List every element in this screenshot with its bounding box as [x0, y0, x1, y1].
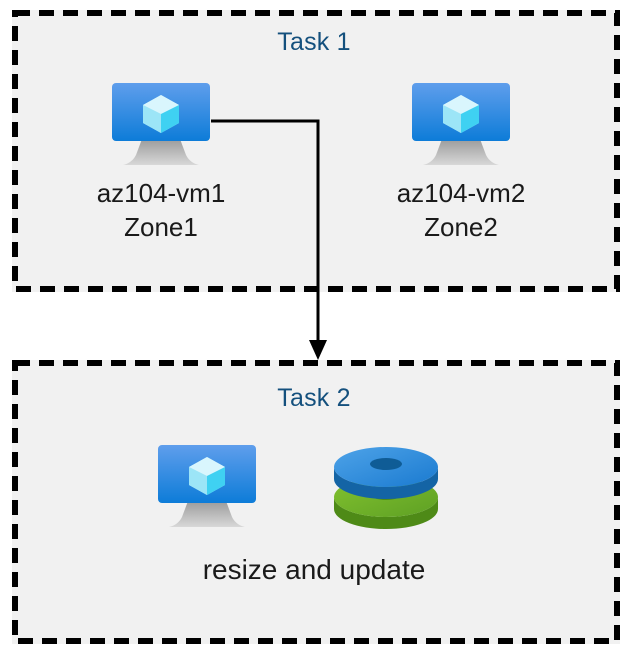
virtual-machine-icon	[157, 443, 257, 529]
virtual-machine-icon	[411, 81, 511, 167]
task-2-title: Task 2	[277, 384, 351, 412]
vm2-label-line1: az104-vm2	[396, 178, 526, 208]
vm1-label-line2: Zone1	[124, 212, 198, 242]
vm1-label-line1: az104-vm1	[96, 178, 226, 208]
task-1-title: Task 1	[277, 28, 351, 56]
vm2-label-line2: Zone2	[424, 212, 498, 242]
task-2-caption: resize and update	[202, 554, 426, 585]
virtual-machine-icon	[111, 81, 211, 167]
managed-disks-icon	[331, 443, 441, 529]
